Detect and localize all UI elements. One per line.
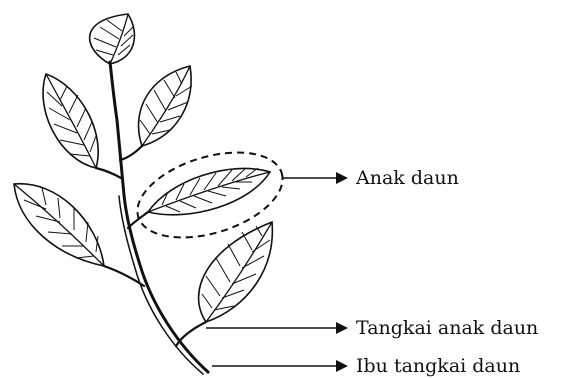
leaflet-upper-right — [139, 66, 192, 146]
leaflet-pointer — [283, 172, 348, 184]
leaflet-top — [90, 14, 135, 64]
arrowhead-icon — [336, 360, 348, 372]
highlight-ellipse — [127, 137, 293, 254]
label-ibu-tangkai-daun: Ibu tangkai daun — [356, 355, 520, 377]
leaflet-upper-left — [43, 74, 98, 168]
rachis-pointer — [212, 360, 348, 372]
side-stalks — [96, 146, 206, 346]
petiolule-pointer — [206, 322, 348, 334]
arrowhead-icon — [336, 172, 348, 184]
arrowhead-icon — [336, 322, 348, 334]
leaflet-lower-left — [14, 184, 104, 266]
label-anak-daun: Anak daun — [355, 167, 459, 189]
leaflet-lower-right — [199, 222, 273, 322]
leaflet-highlighted — [148, 168, 270, 215]
rachis-stem — [110, 62, 208, 374]
label-tangkai-anak-daun: Tangkai anak daun — [356, 317, 538, 339]
